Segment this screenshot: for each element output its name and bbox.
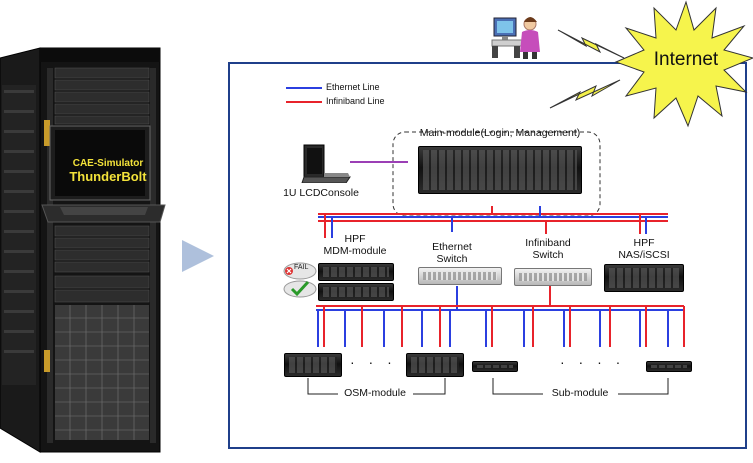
- rack-title-line2: ThunderBolt: [69, 169, 147, 184]
- legend-ethernet-label: Ethernet Line: [326, 82, 380, 92]
- infiniband-switch-label-line1: Infiniband: [525, 237, 571, 249]
- rack-title: CAE-Simulator ThunderBolt: [48, 157, 168, 183]
- ethernet-switch-label-line2: Switch: [436, 253, 468, 265]
- fail-icon: [285, 267, 293, 275]
- hpf-mdm-label-line2: MDM-module: [323, 245, 387, 257]
- lcd-console-label: 1U LCDConsole: [283, 187, 359, 199]
- infiniband-switch-label: Infiniband Switch: [508, 237, 588, 261]
- ethernet-switch-label-line1: Ethernet: [432, 241, 472, 253]
- server-rack-graphic: [0, 47, 166, 453]
- legend-infiniband-label: Infiniband Line: [326, 96, 385, 106]
- hpf-nas-label-line2: NAS/iSCSI: [618, 249, 670, 261]
- osm-ellipsis: · · · ·: [350, 354, 416, 370]
- osm-module-label: OSM-module: [344, 387, 406, 399]
- infiniband-switch-label-line2: Switch: [532, 249, 564, 261]
- main-module-label: Main-module(Login, Management): [419, 127, 581, 139]
- sub-server-1: [472, 361, 518, 372]
- main-module-server: [418, 146, 582, 194]
- sub-server-2: [646, 361, 692, 372]
- infiniband-switch-device: [514, 268, 592, 286]
- network-wiring: [307, 131, 685, 395]
- mdm-server-2: [318, 283, 394, 301]
- arrow-right-icon: [182, 240, 214, 272]
- internet-graphic: [549, 0, 753, 128]
- lcd-console-graphic: [301, 144, 351, 183]
- internet-label: Internet: [653, 49, 719, 70]
- hpf-mdm-label: HPF MDM-module: [310, 233, 400, 257]
- ethernet-switch-label: Ethernet Switch: [412, 241, 492, 265]
- legend-swatches: [286, 87, 322, 103]
- failover-graphic: [283, 262, 317, 298]
- checkmark-icon: [290, 280, 310, 297]
- starburst-icon: [614, 0, 753, 128]
- hpf-nas-label: HPF NAS/iSCSI: [604, 237, 684, 261]
- user-computer-icon: [491, 17, 540, 59]
- hpf-nas-label-line1: HPF: [633, 237, 655, 249]
- rack-title-line1: CAE-Simulator: [72, 158, 144, 169]
- sub-module-label: Sub-module: [551, 387, 609, 399]
- lightning-icon: [549, 29, 625, 109]
- network-diagram-frame: [228, 62, 747, 449]
- server-rack: [0, 0, 175, 458]
- hpf-mdm-label-line1: HPF: [344, 233, 366, 245]
- osm-server-1: [284, 353, 342, 377]
- sub-ellipsis: · · · ·: [560, 354, 626, 370]
- ethernet-switch-device: [418, 267, 502, 285]
- mdm-server-1: [318, 263, 394, 281]
- fail-badge-label: FAIL: [294, 264, 309, 271]
- nas-iscsi-device: [604, 264, 684, 292]
- osm-server-2: [406, 353, 464, 377]
